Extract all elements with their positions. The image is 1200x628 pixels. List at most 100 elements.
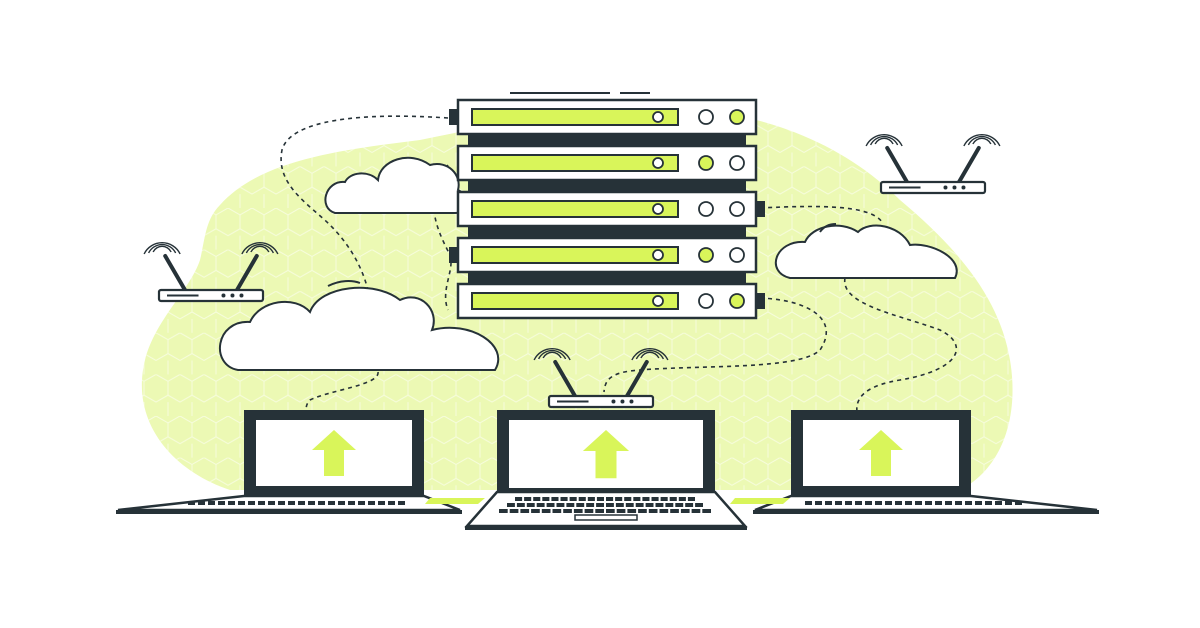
keyboard-key: [915, 501, 922, 505]
signal-arc: [865, 134, 903, 147]
keyboard-key: [533, 497, 541, 501]
connection-line: [844, 277, 958, 413]
keyboard-key: [1005, 501, 1012, 505]
keyboard-key: [975, 501, 982, 505]
keyboard-key: [584, 509, 594, 513]
rack-spacer: [468, 180, 746, 192]
keyboard-key: [691, 509, 701, 513]
cloud-icon: [218, 280, 500, 371]
keyboard-key: [660, 497, 668, 501]
keyboard-key: [348, 501, 355, 505]
laptop-icon: [464, 410, 748, 530]
keyboard-key: [945, 501, 952, 505]
keyboard-key: [218, 501, 225, 505]
antenna: [625, 360, 649, 398]
keyboard-key: [563, 509, 572, 513]
keyboard-key: [556, 503, 565, 507]
router-led: [230, 293, 235, 298]
keyboard-key: [546, 503, 555, 507]
keyboard-key: [638, 509, 647, 513]
keyboard-key: [655, 503, 664, 507]
server-unit: [456, 282, 758, 320]
antenna: [885, 146, 909, 184]
keyboard-key: [678, 497, 686, 501]
signal-arc: [869, 135, 899, 146]
keyboard-key: [625, 503, 634, 507]
keyboard-key: [815, 501, 822, 505]
rack-connector: [449, 247, 458, 263]
signal-arc: [152, 245, 172, 253]
laptop-icon: [730, 410, 1099, 514]
upload-arrow-icon: [312, 430, 356, 476]
upload-arrow-icon: [859, 430, 903, 476]
keyboard-key: [398, 501, 405, 505]
drive-bay: [471, 200, 679, 218]
keyboard-key: [188, 501, 195, 505]
signal-arc: [640, 351, 660, 359]
drive-bay: [471, 246, 679, 264]
status-light: [729, 201, 745, 217]
keyboard-key: [278, 501, 285, 505]
signal-arc: [635, 349, 665, 360]
rack-connector: [756, 201, 765, 217]
signal-arc: [537, 349, 567, 360]
keyboard-key: [541, 509, 551, 513]
server-rack-icon: [449, 98, 765, 320]
rack-spacer: [468, 134, 746, 146]
keyboard-key: [298, 501, 305, 505]
router-led: [629, 399, 634, 404]
keyboard-key: [526, 503, 535, 507]
keyboard-key: [925, 501, 932, 505]
signal-arc: [147, 243, 177, 254]
server-unit: [456, 98, 758, 136]
antenna: [957, 146, 981, 184]
router-body: [157, 288, 265, 303]
keyboard-key: [675, 503, 684, 507]
keyboard-key: [318, 501, 325, 505]
antenna: [235, 254, 259, 292]
keyboard-key: [825, 501, 832, 505]
keyboard-key: [238, 501, 245, 505]
status-light: [698, 293, 714, 309]
status-light: [698, 109, 714, 125]
keyboard-key: [669, 497, 677, 501]
keyboard-key: [566, 503, 575, 507]
keyboard-key: [895, 501, 902, 505]
keyboard-key: [606, 497, 614, 501]
laptop-edge: [753, 510, 1099, 514]
router-led: [952, 185, 957, 190]
keyboard-key: [536, 503, 545, 507]
signal-arc: [250, 245, 270, 253]
keyboard-key: [524, 497, 532, 501]
router-led: [620, 399, 625, 404]
keyboard-key: [587, 497, 595, 501]
keyboard-key: [651, 497, 659, 501]
keyboard-key: [985, 501, 992, 505]
laptops: [116, 410, 1099, 530]
drive-button: [652, 111, 664, 123]
keyboard-key: [531, 509, 540, 513]
keyboard-key: [665, 503, 674, 507]
keyboard-key: [573, 509, 583, 513]
keyboard-key: [338, 501, 345, 505]
keyboard-key: [642, 497, 650, 501]
keyboard-key: [845, 501, 852, 505]
laptop-edge: [116, 510, 462, 514]
laptop-shadow: [730, 498, 790, 504]
rack-spacer: [468, 226, 746, 238]
drive-button: [652, 157, 664, 169]
keyboard-key: [208, 501, 215, 505]
keyboard-key: [855, 501, 862, 505]
keyboard-key: [633, 497, 641, 501]
router-body: [547, 394, 655, 409]
status-light: [698, 155, 714, 171]
keyboard-key: [835, 501, 842, 505]
keyboard-key: [248, 501, 255, 505]
router-icon: [143, 242, 279, 303]
keyboard-key: [576, 503, 585, 507]
keyboard-key: [624, 497, 632, 501]
rack-connector: [756, 293, 765, 309]
drive-bay: [471, 292, 679, 310]
keyboard-key: [516, 503, 525, 507]
